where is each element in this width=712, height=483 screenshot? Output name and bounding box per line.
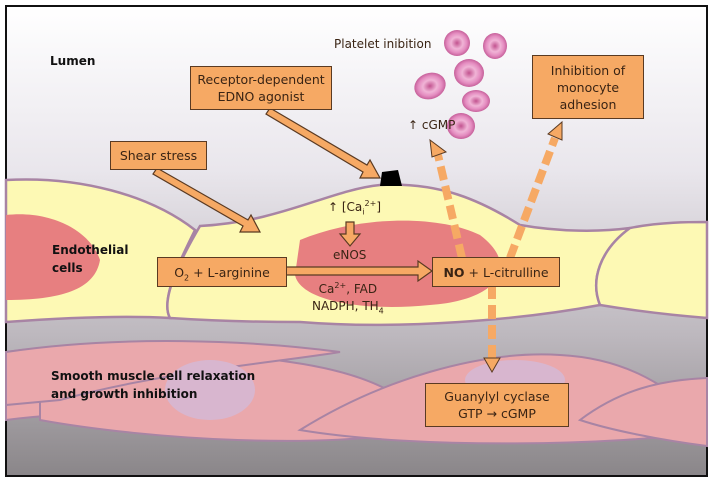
lumen-label: Lumen bbox=[50, 54, 96, 68]
smooth-muscle-label-line1: Smooth muscle cell relaxation bbox=[51, 369, 256, 383]
calcium-arrow bbox=[338, 221, 362, 247]
monocyte-inhibition-box: Inhibition of monocyte adhesion bbox=[532, 55, 644, 119]
platelets bbox=[414, 30, 507, 139]
cofactors-line1: Ca2+, FAD bbox=[318, 281, 378, 297]
cofactors-label: Ca2+, FAD NADPH, TH4 bbox=[312, 281, 384, 315]
cgmp-label: ↑ cGMP bbox=[408, 118, 456, 132]
platelet-inhibition-label: Platelet inibition bbox=[334, 37, 432, 51]
receptor-line2: EDNO agonist bbox=[217, 89, 305, 104]
monocyte-line2: monocyte bbox=[556, 79, 620, 95]
endothelial-label-line1: Endothelial bbox=[52, 243, 129, 257]
monocyte-arrowhead bbox=[547, 120, 563, 141]
endothelial-label: Endothelial cells bbox=[52, 241, 128, 277]
smooth-muscle-cell bbox=[577, 376, 708, 448]
monocyte-line3: adhesion bbox=[559, 96, 617, 112]
platelet bbox=[454, 59, 484, 87]
endothelial-nucleus bbox=[6, 214, 100, 300]
receptor-line1: Receptor-dependent bbox=[197, 72, 325, 87]
substrate-box: O2 + L-arginine bbox=[157, 257, 287, 287]
platelet bbox=[483, 33, 507, 59]
guanylyl-line2: GTP → cGMP bbox=[458, 406, 536, 421]
guanylyl-cyclase-box: Guanylyl cyclase GTP → cGMP bbox=[425, 383, 569, 427]
receptor-agonist-box: Receptor-dependent EDNO agonist bbox=[190, 66, 332, 110]
cgmp-dashed-arrow bbox=[434, 154, 466, 259]
calcium-label: ↑ [Cai2+] bbox=[328, 199, 382, 217]
monocyte-dashed-arrow bbox=[506, 136, 559, 260]
shear-stress-text: Shear stress bbox=[119, 148, 198, 163]
smooth-muscle-label-line2: and growth inhibition bbox=[51, 387, 198, 401]
enos-label: eNOS bbox=[333, 248, 367, 262]
reaction-arrow bbox=[279, 259, 434, 283]
receptor-arrow bbox=[265, 107, 382, 179]
endothelial-cell bbox=[595, 220, 709, 320]
shear-arrow bbox=[152, 167, 261, 233]
receptor-icon bbox=[380, 170, 402, 186]
platelet bbox=[444, 30, 470, 56]
platelet bbox=[447, 113, 475, 139]
dashed-arrows bbox=[429, 120, 563, 374]
platelet bbox=[462, 90, 490, 112]
smooth-muscle-layer bbox=[5, 340, 708, 448]
cofactors-line2: NADPH, TH4 bbox=[312, 299, 384, 316]
product-text: NO + L-citrulline bbox=[443, 264, 549, 280]
product-box: NO + L-citrulline bbox=[432, 257, 560, 287]
substrate-text: O2 + L-arginine bbox=[174, 264, 270, 282]
cgmp-arrowhead bbox=[429, 138, 448, 158]
monocyte-line1: Inhibition of bbox=[550, 62, 626, 78]
arrows bbox=[152, 107, 434, 283]
platelet bbox=[414, 72, 446, 100]
smooth-muscle-label: Smooth muscle cell relaxation and growth… bbox=[51, 367, 255, 403]
smooth-muscle-nucleus bbox=[165, 360, 255, 420]
endothelial-label-line2: cells bbox=[52, 261, 83, 275]
shear-stress-box: Shear stress bbox=[110, 141, 207, 170]
guanylyl-line1: Guanylyl cyclase bbox=[444, 389, 550, 404]
guanylyl-arrowhead bbox=[483, 357, 501, 374]
